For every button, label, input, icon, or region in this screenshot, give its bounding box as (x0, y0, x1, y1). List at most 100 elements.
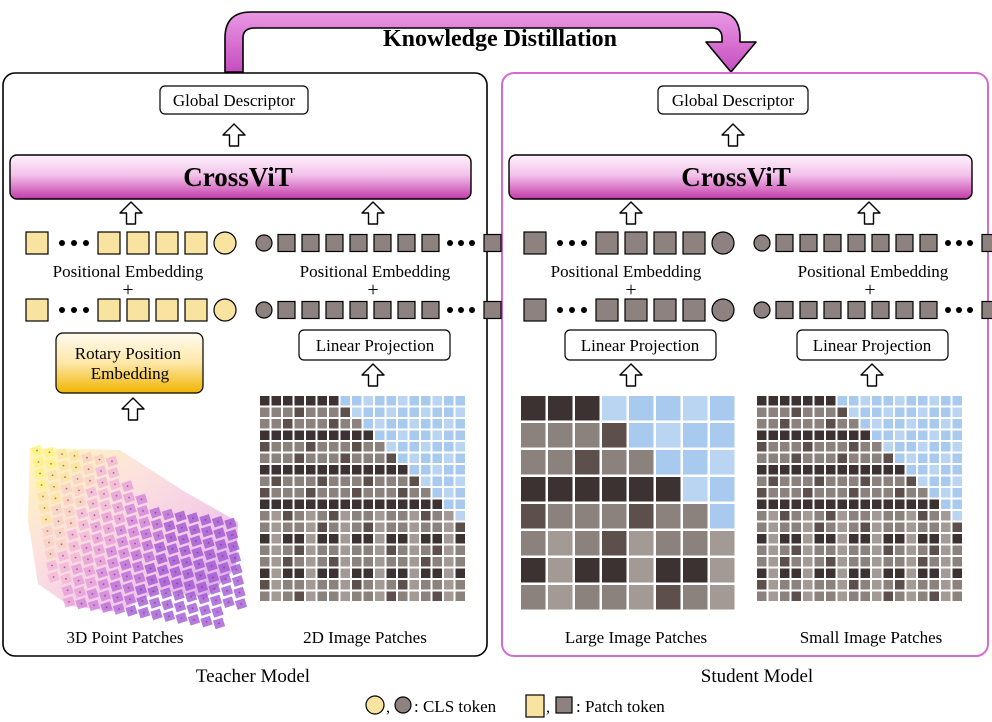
image-patch (432, 591, 442, 601)
image-patch (421, 476, 431, 486)
image-patch (791, 522, 801, 532)
image-patch (294, 407, 304, 417)
point-dot (199, 574, 202, 577)
patch-token (523, 298, 547, 322)
image-patch (826, 430, 836, 440)
image-patch (294, 499, 304, 509)
image-patch (432, 430, 442, 440)
point-dot (157, 534, 160, 537)
image-patch (941, 499, 951, 509)
image-patch (283, 499, 293, 509)
image-patch (941, 522, 951, 532)
image-patch (340, 465, 350, 475)
ellipsis-dot (458, 240, 464, 246)
image-patch (375, 442, 385, 452)
image-patch (283, 476, 293, 486)
image-patch (455, 534, 465, 544)
image-patch (895, 453, 905, 463)
image-patch (306, 465, 316, 475)
point-dot (71, 533, 74, 536)
point-dot (98, 458, 101, 461)
up-arrow-icon (361, 201, 385, 225)
image-patch (260, 465, 270, 475)
image-patch (521, 558, 546, 583)
point-dot (118, 517, 121, 520)
image-patch (317, 499, 327, 509)
image-patch (906, 465, 916, 475)
up-arrow-icon (119, 201, 143, 225)
image-patch (271, 580, 281, 590)
image-patch (826, 580, 836, 590)
image-patch (803, 453, 813, 463)
image-patch (918, 534, 928, 544)
image-patch (260, 442, 270, 452)
point-dot (240, 603, 242, 605)
point-dot (93, 604, 95, 607)
image-patch (814, 511, 824, 521)
image-patch (352, 534, 362, 544)
image-patch (906, 453, 916, 463)
image-patch (575, 450, 600, 475)
image-patch (629, 423, 654, 448)
point-dot (63, 566, 66, 569)
image-patch (363, 557, 373, 567)
image-patch (683, 585, 708, 610)
image-patch (918, 522, 928, 532)
image-patch (837, 591, 847, 601)
image-patch (398, 442, 408, 452)
image-patch (548, 531, 573, 556)
image-patch (271, 545, 281, 555)
image-patch (849, 522, 859, 532)
image-patch (952, 499, 962, 509)
image-patch (306, 419, 316, 429)
image-patch (521, 450, 546, 475)
point-dot (118, 608, 120, 610)
image-patch (883, 488, 893, 498)
point-dot (65, 577, 67, 580)
image-patch (918, 465, 928, 475)
point-dot (102, 583, 105, 586)
image-patch (895, 407, 905, 417)
image-patch (826, 442, 836, 452)
image-patch (768, 568, 778, 578)
image-patch (826, 396, 836, 406)
ellipsis-dot (945, 240, 951, 246)
image-patch (329, 568, 339, 578)
point-dot (198, 563, 200, 565)
image-patch (352, 396, 362, 406)
image-patch (329, 488, 339, 498)
image-patch (952, 396, 962, 406)
point-dot (39, 472, 41, 475)
point-dot (51, 474, 54, 477)
image-patch (918, 568, 928, 578)
image-patch (860, 453, 870, 463)
teacher-linear-projection-box (298, 329, 451, 361)
image-patch (803, 465, 813, 475)
image-patch (455, 476, 465, 486)
image-patch (340, 522, 350, 532)
image-patch (363, 442, 373, 452)
point-dot (104, 594, 106, 597)
image-patch (432, 442, 442, 452)
point-dot (50, 462, 52, 465)
patch-token (775, 300, 794, 320)
image-patch (906, 591, 916, 601)
image-patch (444, 522, 454, 532)
image-patch (803, 407, 813, 417)
image-patch (294, 476, 304, 486)
teacher-image-patches (260, 396, 465, 601)
image-patch (826, 419, 836, 429)
image-patch (826, 557, 836, 567)
image-patch (941, 568, 951, 578)
point-dot (204, 609, 206, 611)
image-patch (575, 423, 600, 448)
ellipsis-dot (59, 307, 65, 313)
up-arrow-icon (121, 397, 145, 421)
image-patch (929, 419, 939, 429)
image-patch (757, 396, 767, 406)
point-dot (112, 471, 115, 474)
image-patch (329, 419, 339, 429)
image-patch (656, 477, 681, 502)
image-patch (895, 545, 905, 555)
image-patch (849, 499, 859, 509)
